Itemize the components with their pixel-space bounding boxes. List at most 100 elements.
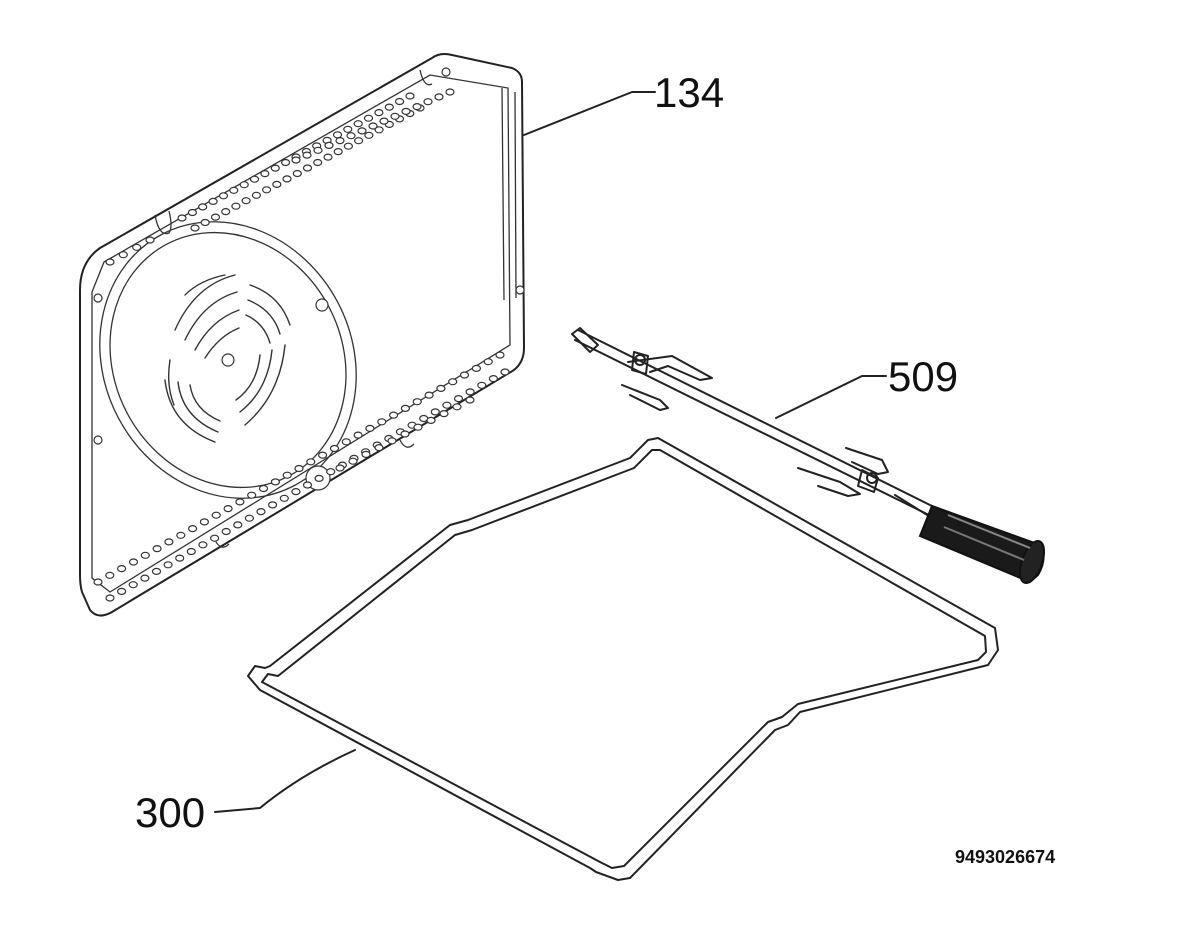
perforation-hole [190,224,200,232]
perforation-hole [292,169,302,178]
perforation-hole [256,508,266,516]
perforation-hole [272,180,282,188]
perforation-hole [302,481,313,489]
perforation-hole [357,127,367,135]
perforation-hole [306,458,316,466]
perforation-hole [368,122,378,130]
diagram-code: 9493026674 [955,847,1056,867]
perforation-hole [140,574,150,582]
perforation-hole [400,404,410,412]
perforation-hole [389,411,399,419]
perforation-hole [233,521,243,529]
perforation-hole [247,491,257,499]
perforation-hole [453,395,464,403]
perforation-hole [452,403,462,411]
perforation-hole [221,208,231,216]
perforation-hole [401,107,411,116]
perforation-hole [343,142,353,150]
perforation-hole [231,202,241,210]
perforation-hole [329,444,340,453]
leader-line-134 [523,91,656,136]
perforation-hole [343,125,353,133]
perforation-hole [430,408,440,416]
perforation-hole [412,102,422,111]
perforation-hole [346,132,356,140]
perforation-hole [291,488,301,496]
perforation-hole [164,538,174,546]
perforation-hole [239,181,249,189]
perforation-hole [374,126,384,134]
perforation-hole [318,451,328,459]
perforation-hole [374,108,384,117]
perforation-hole [249,175,260,183]
perforation-hole [412,398,422,406]
perforation-hole [241,197,251,205]
perforation-hole [291,156,301,164]
perforation-hole [282,175,292,183]
perforation-hole [93,578,103,586]
perforation-hole [140,551,150,559]
perforation-hole [116,587,127,596]
perforation-hole [281,158,291,167]
perforation-hole [377,418,387,426]
perforation-hole [186,547,196,556]
leader-line-300 [214,749,356,813]
perforation-hole [188,524,198,533]
perforation-hole [363,114,374,122]
perforation-hole [258,484,269,493]
perforation-hole [251,191,261,199]
part-label-300: 300 [135,789,206,836]
perforation-hole [341,438,351,446]
perforation-hole [348,457,358,465]
perforation-hole [423,98,433,106]
perforation-hole [152,544,162,553]
perforation-hole [198,203,208,211]
perforation-hole [335,137,345,145]
perforation-hole [235,498,245,506]
perforation-hole [332,131,343,139]
perforation-hole [395,97,405,106]
perforation-hole [483,358,493,366]
perforation-hole [221,527,231,536]
perforation-hole [260,170,270,178]
leader-line-509 [775,375,887,419]
perforation-hole [354,137,364,145]
perforation-hole [324,141,334,149]
perforation-hole [448,378,458,386]
perforation-hole [176,531,186,539]
perforation-hole [208,197,218,205]
perforation-hole [313,158,323,167]
perforation-hole [200,218,210,227]
perforation-hole [326,468,336,476]
perforation-hole [353,120,363,128]
perforation-hole [400,430,410,438]
perforation-hole [118,251,128,259]
perforation-hole [116,564,127,573]
perforation-hole [335,464,345,472]
rotisserie-spit-icon [571,327,1046,584]
part-label-134: 134 [654,69,725,116]
perforation-hole [128,558,139,566]
perforation-hole [151,567,162,576]
perforation-hole [384,103,394,111]
perforation-hole [199,518,209,526]
part-label-509: 509 [888,353,959,400]
perforation-hole [365,424,375,432]
perforation-hole [302,164,313,172]
perforation-hole [426,416,436,424]
perforation-hole [294,464,304,473]
perforation-hole [211,511,221,519]
perforation-hole [105,571,115,579]
perforation-hole [477,381,487,389]
back-panel-icon [79,53,525,617]
perforation-hole [279,494,289,502]
perforation-hole [132,243,142,251]
perforation-hole [488,375,498,383]
perforation-hole [270,478,280,486]
perforation-hole [270,164,280,172]
perforation-hole [145,236,155,244]
perforation-hole [465,388,475,396]
perforation-hole [434,93,444,101]
perforation-hole [198,541,208,549]
perforation-hole [262,186,272,194]
